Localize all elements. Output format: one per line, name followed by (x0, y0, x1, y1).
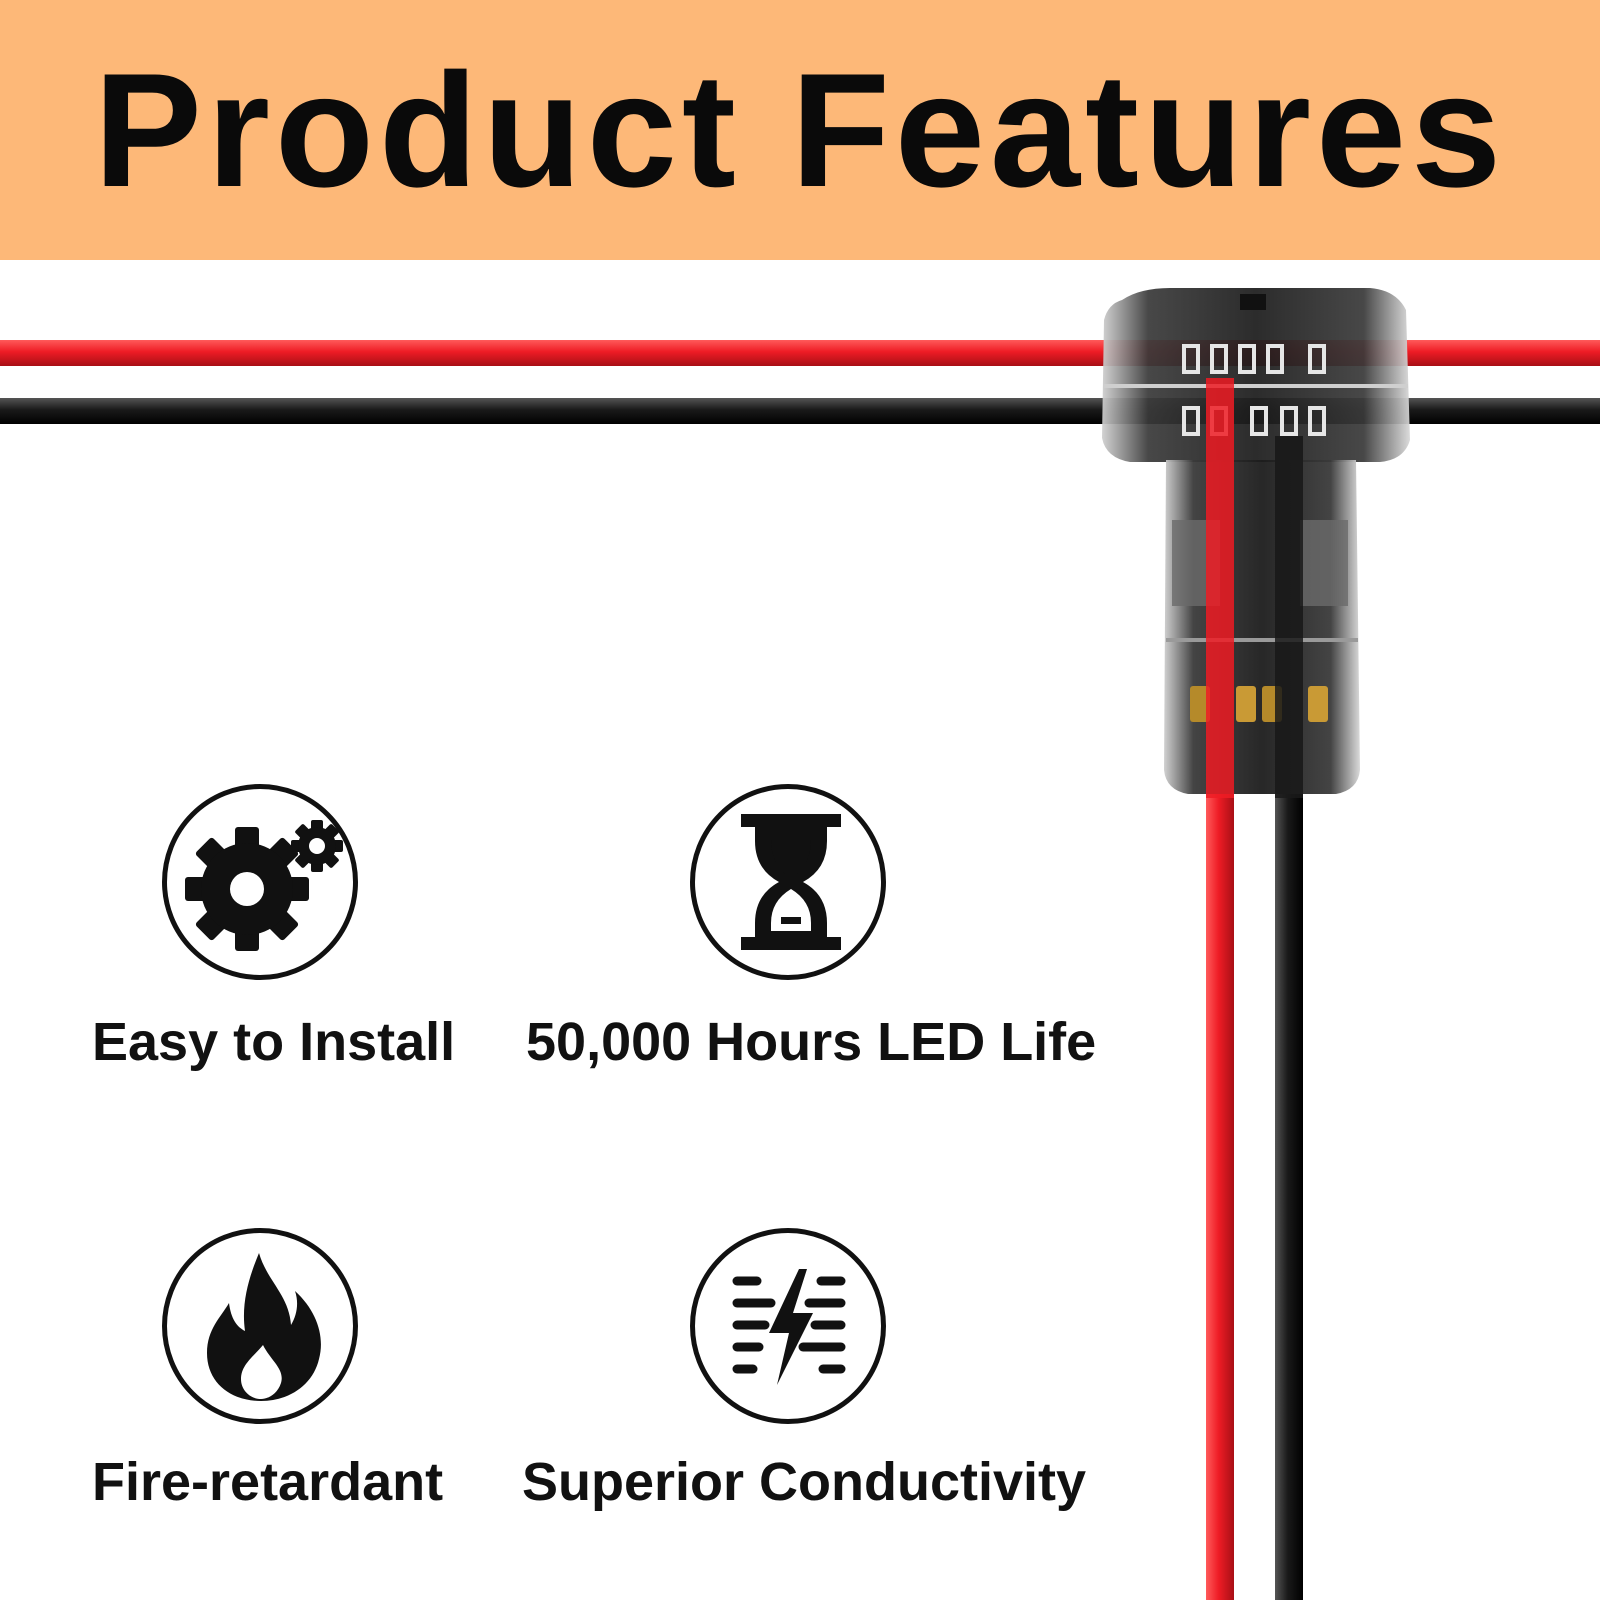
feature-conductivity-circle (690, 1228, 886, 1424)
lightning-bolt-icon (732, 1269, 846, 1385)
header-banner: Product Features (0, 0, 1600, 260)
feature-led-life-label: 50,000 Hours LED Life (526, 1012, 1097, 1072)
t-tap-connector (1102, 288, 1410, 798)
page-title: Product Features (93, 40, 1507, 221)
flame-icon (207, 1253, 321, 1401)
gears-icon (185, 820, 343, 951)
feature-fire-retardant-circle (162, 1228, 358, 1424)
feature-easy-install-circle (162, 784, 358, 980)
hourglass-icon (741, 814, 841, 950)
feature-easy-install-label: Easy to Install (92, 1012, 456, 1072)
feature-led-life-circle (690, 784, 886, 980)
feature-fire-retardant-label: Fire-retardant (92, 1452, 444, 1512)
feature-conductivity-label: Superior Conductivity (522, 1452, 1087, 1512)
